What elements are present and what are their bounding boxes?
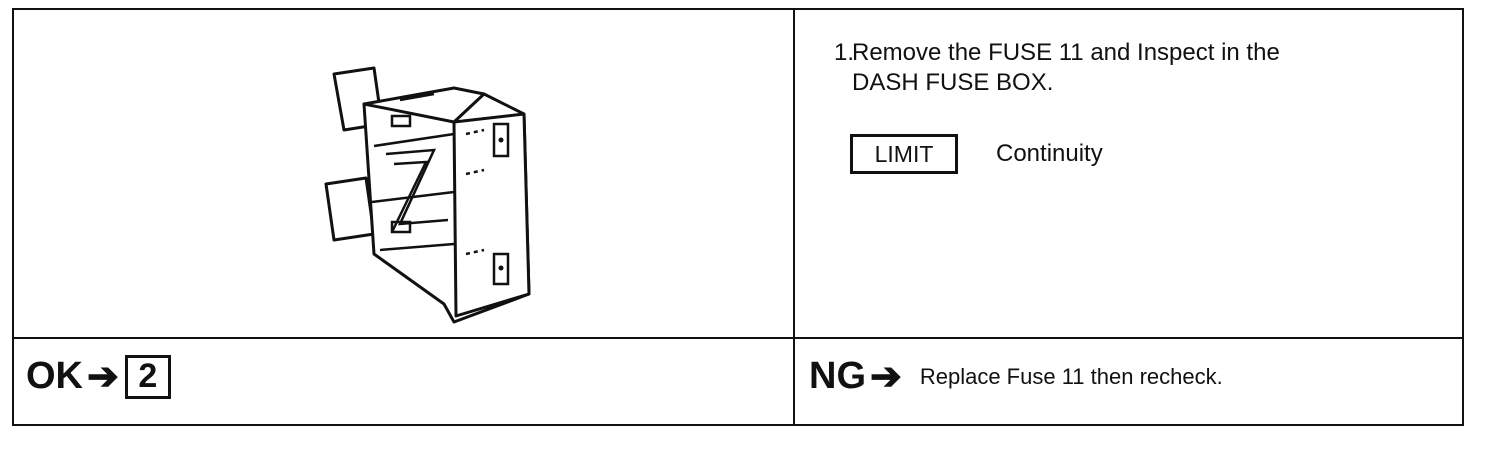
arrow-right-icon: ➔	[870, 356, 902, 398]
limit-value: Continuity	[996, 140, 1103, 167]
next-step-box[interactable]: 2	[124, 354, 171, 399]
arrow-right-icon: ➔	[87, 356, 119, 398]
column-divider	[793, 10, 795, 424]
step-number: 1.	[834, 39, 855, 66]
ok-result: OK ➔ 2	[26, 354, 171, 399]
ok-label: OK	[26, 355, 83, 397]
ng-label: NG	[809, 355, 866, 397]
step-line-1: Remove the FUSE 11 and Inspect in the	[852, 39, 1280, 66]
step-line-2: DASH FUSE BOX.	[852, 69, 1054, 96]
row-divider	[14, 337, 1462, 339]
limit-badge: LIMIT	[850, 134, 958, 174]
step-instruction: 1.Remove the FUSE 11 and Inspect in the …	[834, 38, 1280, 98]
fuse-illustration	[324, 66, 531, 324]
ng-result: NG ➔ Replace Fuse 11 then recheck.	[809, 354, 1223, 399]
ng-action: Replace Fuse 11 then recheck.	[919, 363, 1223, 389]
procedure-table: 1.Remove the FUSE 11 and Inspect in the …	[12, 8, 1464, 426]
